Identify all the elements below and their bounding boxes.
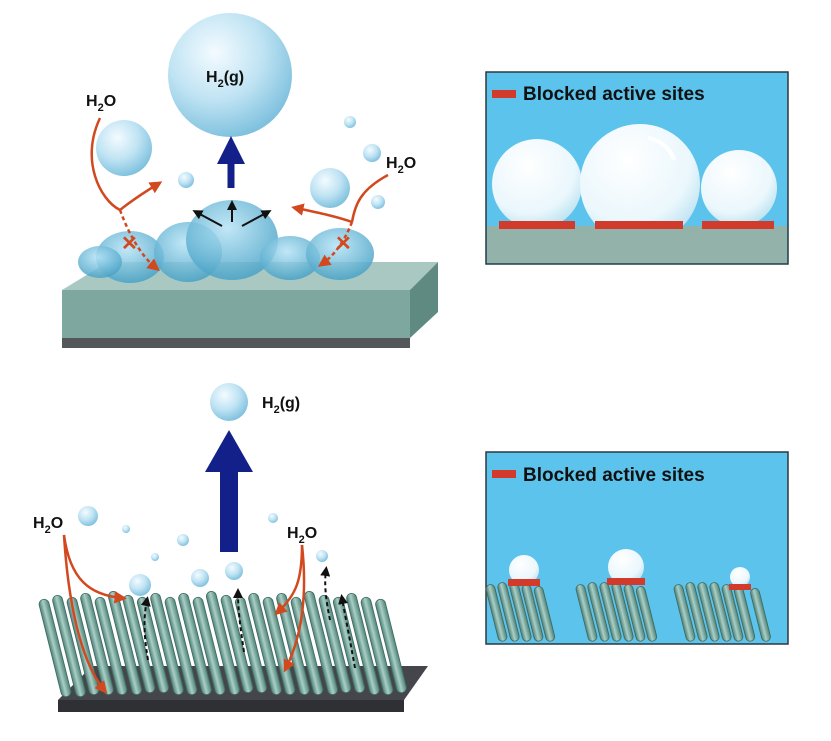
h2-gas-bubble-large [168, 13, 292, 137]
water-label-bottom-left: H2O [33, 515, 63, 536]
legend-swatch-top [492, 90, 516, 98]
legend-label-bottom: Blocked active sites [523, 465, 705, 486]
blocked-x-mark-left: ✕ [121, 233, 138, 255]
nanorod-array [38, 591, 407, 698]
water-label-top-right: H2O [386, 155, 416, 176]
flat-substrate-base [62, 338, 410, 348]
blocked-sites-panel-top: Blocked active sites [485, 71, 789, 265]
legend-swatch-bottom [492, 470, 516, 478]
h2-gas-bubble-small [210, 383, 248, 421]
water-label-top-left: H2O [86, 93, 116, 114]
nanorod-electrode-diagram: H2(g) H2O H2O [33, 383, 428, 712]
water-label-bottom-right: H2O [287, 525, 317, 546]
h2-gas-label-top: H2(g) [206, 69, 244, 90]
legend-label-top: Blocked active sites [523, 84, 705, 105]
h2-gas-label-bottom: H2(g) [262, 395, 300, 416]
flat-substrate-front [62, 290, 410, 338]
flat-substrate-side [410, 262, 438, 338]
blocked-x-mark-right: ✕ [335, 233, 352, 255]
flat-electrode-diagram: ✕ ✕ H2(g) H2O H2O [62, 13, 438, 348]
blocked-sites-panel-bottom: Blocked active sites [485, 451, 789, 645]
